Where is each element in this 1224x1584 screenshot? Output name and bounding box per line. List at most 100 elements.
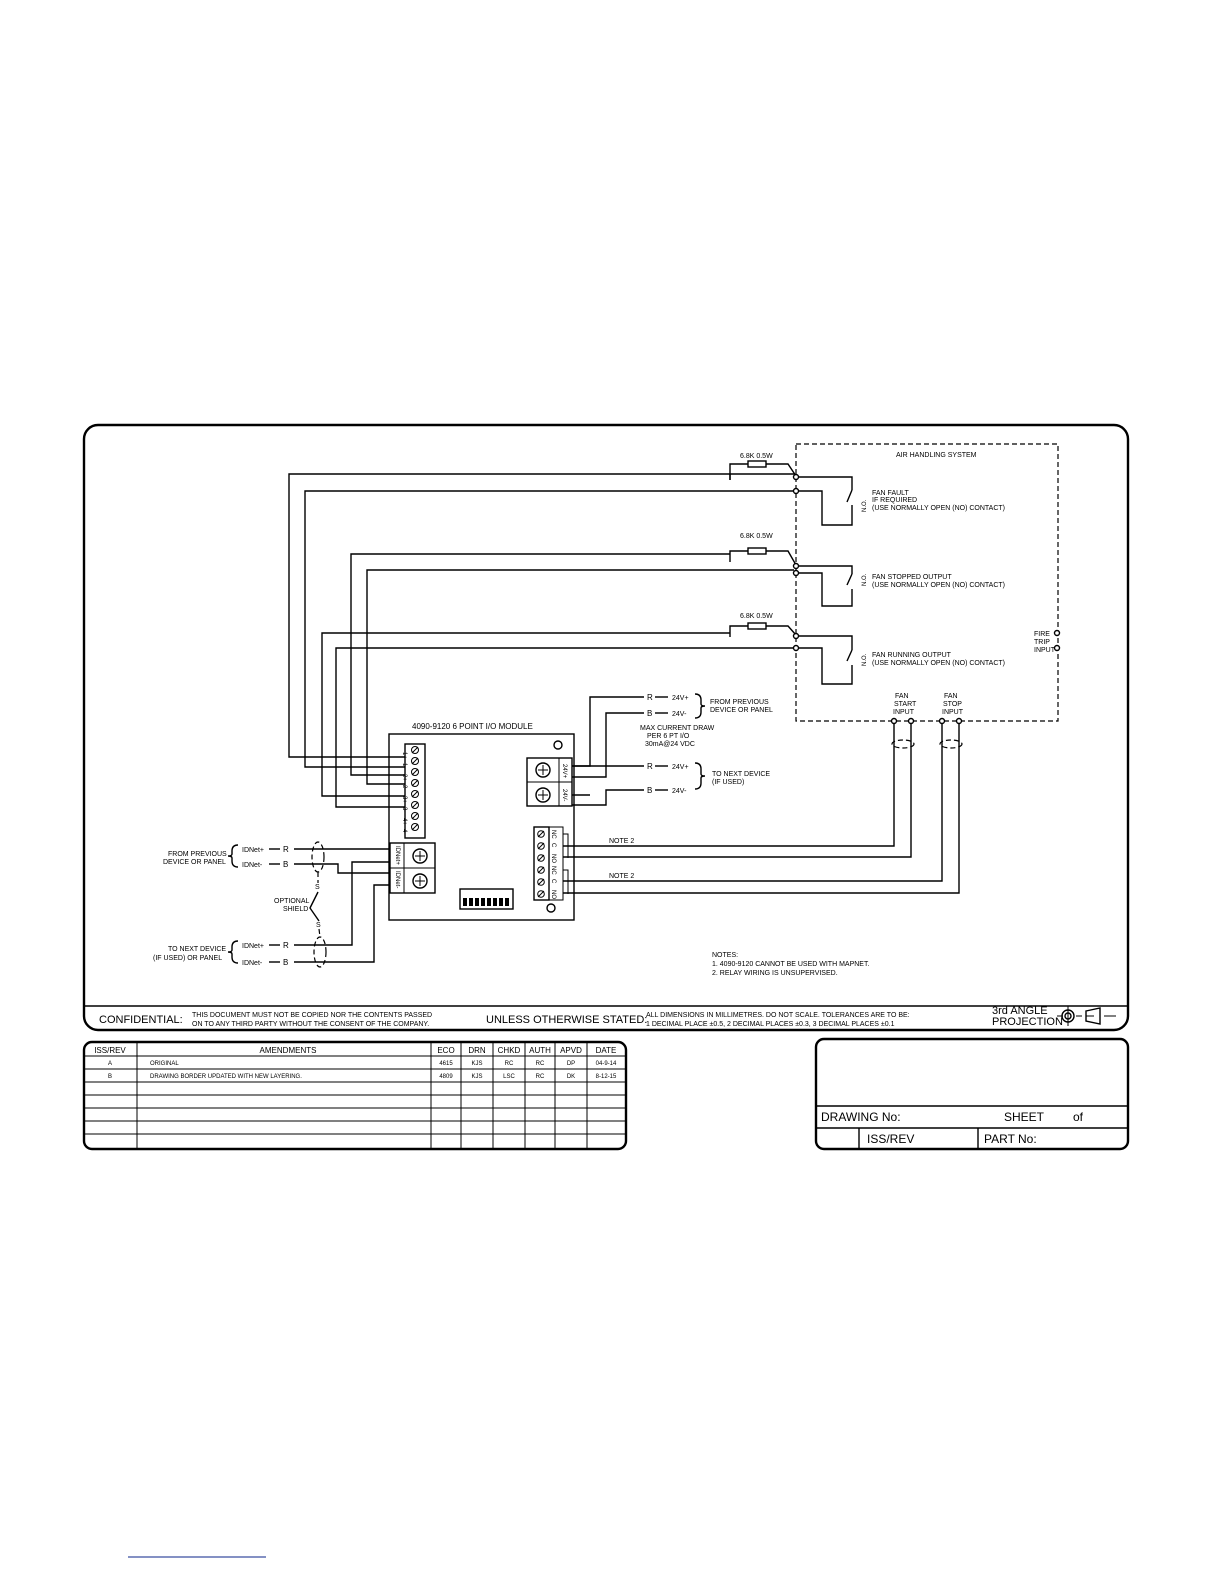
confidential-text-2: ON TO ANY THIRD PARTY WITHOUT THE CONSEN… xyxy=(192,1021,429,1028)
unless-label: UNLESS OTHERWISE STATED: xyxy=(486,1014,647,1026)
rev-header-issrev: ISS/REV xyxy=(94,1046,126,1055)
rev-header-apvd: APVD xyxy=(560,1046,582,1055)
rev-header-chkd: CHKD xyxy=(498,1046,521,1055)
shield-s-1: S xyxy=(315,884,320,891)
part-no-label: PART No: xyxy=(984,1132,1037,1146)
drawing-frame xyxy=(82,423,1130,1032)
relay-terminal-c1: C xyxy=(550,843,556,848)
idnet-terminal-plus: IDNet+ xyxy=(394,846,400,865)
io-terminal-1m: 1- xyxy=(401,763,407,768)
io-terminals xyxy=(411,746,419,831)
rev-header-amendments: AMENDMENTS xyxy=(260,1046,317,1055)
io-wiring xyxy=(288,473,794,808)
rev-b-date: 8-12-15 xyxy=(596,1074,617,1080)
table-row: B DRAWING BORDER UPDATED WITH NEW LAYERI… xyxy=(108,1074,617,1080)
power-in-r: R xyxy=(647,693,653,702)
resistor-2-label: 6.8K 0.5W xyxy=(740,533,773,540)
resistor-1-label: 6.8K 0.5W xyxy=(740,453,773,460)
io-terminal-3p: 3+ xyxy=(401,796,407,803)
rev-a-drn: KJS xyxy=(471,1061,482,1067)
idnet-out-plus: IDNet+ xyxy=(242,943,264,950)
shield-label: OPTIONAL xyxy=(274,898,310,905)
io-terminal-2m: 2- xyxy=(401,785,407,790)
power-to-next: TO NEXT DEVICE xyxy=(712,771,770,778)
power-out-minus: 24V- xyxy=(672,788,687,795)
confidential-label: CONFIDENTIAL: xyxy=(99,1014,183,1026)
rev-b-amendment: DRAWING BORDER UPDATED WITH NEW LAYERING… xyxy=(150,1074,302,1080)
projection-label: 3rd ANGLE xyxy=(992,1005,1048,1017)
idnet-out-b: B xyxy=(283,958,288,967)
power-in-plus: 24V+ xyxy=(672,695,689,702)
footer: CONFIDENTIAL: THIS DOCUMENT MUST NOT BE … xyxy=(99,1005,1116,1028)
idnet-to-next-2: (IF USED) OR PANEL xyxy=(153,955,222,962)
notes-title: NOTES: xyxy=(712,952,738,959)
sheet-label: SHEET xyxy=(1004,1110,1045,1124)
drawing-no-label: DRAWING No: xyxy=(821,1110,901,1124)
dimensions-text: ALL DIMENSIONS IN MILLIMETRES. DO NOT SC… xyxy=(646,1012,910,1019)
idnet-out-r: R xyxy=(283,941,289,950)
fan-fault-label-3: (USE NORMALLY OPEN (NO) CONTACT) xyxy=(872,505,1005,512)
rev-a-chkd: RC xyxy=(505,1061,514,1067)
air-handling-system: AIR HANDLING SYSTEM 6.8K 0.5W 6.8K 0.5W … xyxy=(729,443,1061,749)
relay-wiring: NOTE 2 NOTE 2 xyxy=(563,723,960,894)
fire-trip-label-2: TRIP xyxy=(1034,639,1050,646)
io-terminal-2p: 2+ xyxy=(401,774,407,781)
resistor-2 xyxy=(747,547,767,555)
rev-header-date: DATE xyxy=(596,1046,617,1055)
rev-header-auth: AUTH xyxy=(529,1046,551,1055)
module-title: 4090-9120 6 POINT I/O MODULE xyxy=(412,722,533,731)
contact-3-label: N.O. xyxy=(862,653,868,666)
rev-b-drn: KJS xyxy=(471,1074,482,1080)
idnet-in-b: B xyxy=(283,860,288,869)
note-2: 2. RELAY WIRING IS UNSUPERVISED. xyxy=(712,970,838,977)
io-terminal-4p: 4+ xyxy=(401,818,407,825)
confidential-text: THIS DOCUMENT MUST NOT BE COPIED NOR THE… xyxy=(192,1012,432,1019)
relay-terminal-no1: NO xyxy=(550,854,556,863)
iss-rev-label: ISS/REV xyxy=(867,1132,914,1146)
io-module: 4090-9120 6 POINT I/O MODULE 1+ 1- 2+ 2-… xyxy=(388,722,575,921)
rev-b-eco: 4809 xyxy=(439,1074,453,1080)
notes: NOTES: 1. 4090-9120 CANNOT BE USED WITH … xyxy=(712,952,869,977)
power-out-plus: 24V+ xyxy=(672,764,689,771)
contact-1-label: N.O. xyxy=(862,499,868,512)
power-terminal-plus: 24V+ xyxy=(561,764,567,779)
fan-start-label: FAN xyxy=(895,693,909,700)
relay-terminal-nc2: NC xyxy=(550,866,556,875)
power-from-previous: FROM PREVIOUS xyxy=(710,699,769,706)
rev-b-chkd: LSC xyxy=(503,1074,515,1080)
power-terminal-minus: 24V- xyxy=(561,789,567,801)
power-from-previous-2: DEVICE OR PANEL xyxy=(710,707,773,714)
resistor-3 xyxy=(747,622,767,630)
power-to-next-2: (IF USED) xyxy=(712,779,744,786)
note-1: 1. 4090-9120 CANNOT BE USED WITH MAPNET. xyxy=(712,961,869,968)
fan-stopped-label-2: (USE NORMALLY OPEN (NO) CONTACT) xyxy=(872,582,1005,589)
idnet-to-next: TO NEXT DEVICE xyxy=(168,946,226,953)
power-in-minus: 24V- xyxy=(672,711,687,718)
dimensions-text-2: 1 DECIMAL PLACE ±0.5, 2 DECIMAL PLACES ±… xyxy=(646,1021,895,1028)
fan-fault-label: FAN FAULT xyxy=(872,490,910,497)
table-row: A ORIGINAL 4615 KJS RC RC DP 04-9-14 xyxy=(108,1061,617,1067)
note-2-ref-2: NOTE 2 xyxy=(609,873,634,880)
fan-stopped-label: FAN STOPPED OUTPUT xyxy=(872,574,952,581)
rev-b-auth: RC xyxy=(536,1074,545,1080)
idnet-in-plus: IDNet+ xyxy=(242,847,264,854)
fan-start-label-2: START xyxy=(894,701,917,708)
current-draw: MAX CURRENT DRAW xyxy=(640,725,715,732)
projection-label-2: PROJECTION xyxy=(992,1016,1063,1028)
note-2-ref-1: NOTE 2 xyxy=(609,838,634,845)
idnet-wiring: FROM PREVIOUS DEVICE OR PANEL IDNet+ IDN… xyxy=(153,841,390,968)
rev-a-issrev: A xyxy=(108,1061,112,1067)
rev-header-eco: ECO xyxy=(437,1046,454,1055)
power-out-b: B xyxy=(647,786,652,795)
fire-trip-label: FIRE xyxy=(1034,631,1050,638)
shield-s-2: S xyxy=(316,922,321,929)
idnet-from-previous-2: DEVICE OR PANEL xyxy=(163,859,226,866)
idnet-in-minus: IDNet- xyxy=(242,862,263,869)
idnet-in-r: R xyxy=(283,845,289,854)
power-in-b: B xyxy=(647,709,652,718)
air-handling-title: AIR HANDLING SYSTEM xyxy=(896,452,977,459)
fan-stop-label-2: STOP xyxy=(943,701,962,708)
relay-terminals xyxy=(537,830,545,898)
resistor-3-label: 6.8K 0.5W xyxy=(740,613,773,620)
